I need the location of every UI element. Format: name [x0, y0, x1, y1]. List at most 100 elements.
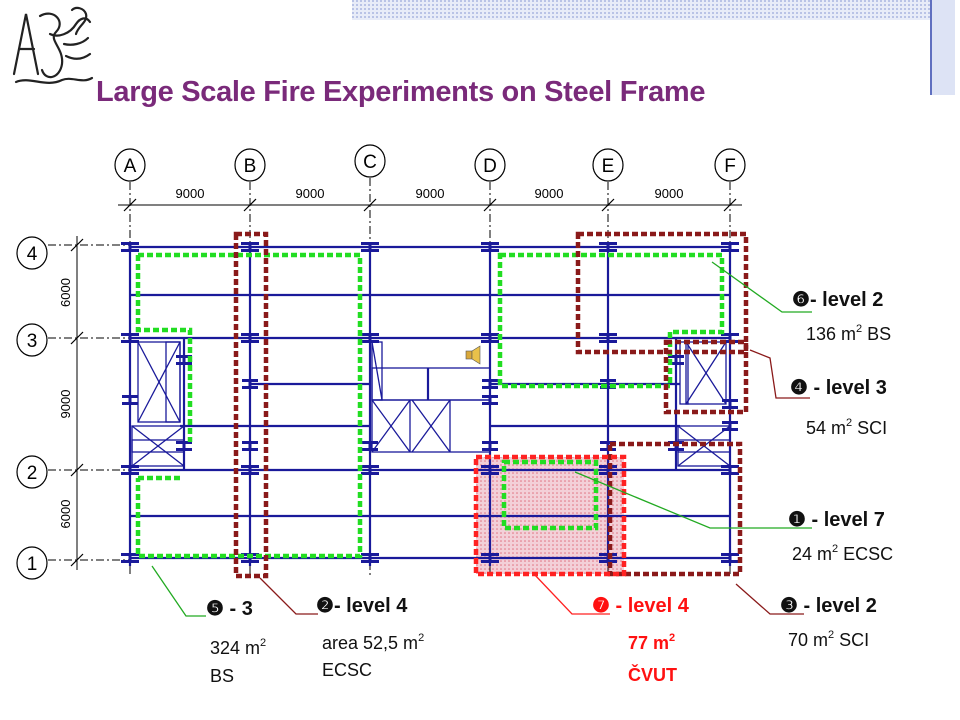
- row-label: 3: [27, 331, 38, 352]
- column-section: [241, 242, 259, 252]
- column-label: A: [124, 156, 137, 177]
- leader-test-7: [533, 573, 610, 615]
- test-area: 54 m2 SCI: [806, 417, 887, 438]
- test-7-zone: [473, 454, 627, 577]
- leader-test-1: [574, 471, 812, 529]
- column-label: C: [363, 152, 377, 173]
- column-section: [722, 421, 738, 431]
- test-area: 324 m2: [210, 637, 266, 658]
- test-level: - level 2: [798, 595, 877, 617]
- column-section: [176, 355, 192, 365]
- column-section: [121, 465, 139, 475]
- column-bubble-c: C: [354, 144, 386, 178]
- steel-beams: [128, 242, 732, 566]
- row-bubble-1: 1: [16, 546, 48, 580]
- column-spacing-label: 9000: [535, 186, 564, 201]
- column-section: [242, 441, 258, 451]
- test-area: 136 m2 BS: [806, 323, 891, 344]
- test-marker: ❶: [788, 509, 806, 531]
- column-bubble-f: F: [714, 148, 746, 182]
- test-organization: BS: [210, 666, 234, 686]
- leader-test-2: [259, 577, 318, 615]
- row-grid-bubbles: 4 3 2 1: [16, 236, 48, 580]
- column-bubble-a: A: [114, 148, 146, 182]
- row-spacing-label: 9000: [58, 390, 73, 419]
- test-annotation-5: ❺ - 3 324 m2 BS: [206, 598, 266, 686]
- test-6-green-zone: [497, 252, 725, 389]
- row-bubble-4: 4: [16, 236, 48, 270]
- column-label: E: [602, 156, 615, 177]
- header-decoration-band: [352, 0, 930, 20]
- row-spacing-label: 6000: [58, 500, 73, 529]
- column-section: [481, 242, 499, 252]
- page-title: Large Scale Fire Experiments on Steel Fr…: [96, 76, 706, 108]
- test-6-zone: [575, 231, 749, 355]
- test-organization: ECSC: [322, 660, 372, 680]
- test-5-zone: [135, 252, 363, 559]
- row-label: 2: [27, 463, 38, 484]
- row-bubble-2: 2: [16, 455, 48, 489]
- column-section: [481, 553, 499, 563]
- test-4-zone: [663, 339, 749, 415]
- test-label: ❹ - level 3: [790, 377, 887, 399]
- test-annotation-7: ❼ - level 4 77 m2 ČVUT: [592, 595, 690, 685]
- test-annotation-1: ❶ - level 724 m2 ECSC: [788, 509, 893, 564]
- column-section: [721, 242, 739, 252]
- test-level: - level 4: [334, 595, 408, 617]
- column-section: [362, 441, 378, 451]
- test-annotation-6: ❻- level 2 136 m2 BS: [792, 289, 891, 344]
- row-label: 1: [27, 554, 38, 575]
- leader-test-3: [735, 583, 804, 615]
- column-section: [176, 441, 192, 451]
- test-2-zone: [233, 231, 269, 579]
- test-3-zone: [607, 441, 743, 577]
- column-spacing-label: 9000: [176, 186, 205, 201]
- column-section: [599, 242, 617, 252]
- test-label: ❶ - level 7: [788, 509, 885, 531]
- column-section: [600, 379, 616, 389]
- test-area: 77 m2: [628, 632, 675, 653]
- test-level: - level 3: [808, 377, 887, 399]
- speaker-icon[interactable]: [465, 345, 481, 365]
- leader-test-5: [151, 565, 206, 617]
- test-marker: ❷: [316, 595, 334, 617]
- core-bracing: [131, 341, 731, 467]
- test-marker: ❺: [206, 598, 224, 620]
- column-section: [241, 465, 259, 475]
- column-bubble-e: E: [592, 148, 624, 182]
- column-section: [599, 333, 617, 343]
- column-section: [121, 242, 139, 252]
- dimension-lines: [70, 198, 742, 570]
- column-sections: [121, 242, 739, 563]
- column-label: D: [483, 156, 497, 177]
- row-bubble-3: 3: [16, 323, 48, 357]
- test-marker: ❼: [592, 595, 610, 617]
- column-section: [361, 553, 379, 563]
- column-section: [722, 399, 738, 409]
- university-logo: [12, 6, 94, 84]
- test-label: ❼ - level 4: [592, 595, 690, 617]
- column-label: B: [244, 156, 257, 177]
- column-section: [721, 465, 739, 475]
- row-label: 4: [27, 244, 38, 265]
- column-section: [668, 355, 684, 365]
- leader-test-4: [749, 349, 810, 399]
- test-marker: ❹: [790, 377, 808, 399]
- test-label: ❸ - level 2: [780, 595, 877, 617]
- test-organization: ČVUT: [628, 664, 677, 685]
- test-label: ❷- level 4: [316, 595, 408, 617]
- column-bubble-d: D: [474, 148, 506, 182]
- column-section: [361, 242, 379, 252]
- column-section: [481, 333, 499, 343]
- test-label: ❺ - 3: [206, 598, 253, 620]
- test-label: ❻- level 2: [792, 289, 883, 311]
- column-grid-bubbles: A B C D E F: [114, 144, 746, 182]
- test-marker: ❸: [780, 595, 798, 617]
- column-section: [482, 441, 498, 451]
- test-marker: ❻: [792, 289, 810, 311]
- test-level: - level 4: [610, 595, 690, 617]
- column-section: [242, 379, 258, 389]
- column-section: [241, 333, 259, 343]
